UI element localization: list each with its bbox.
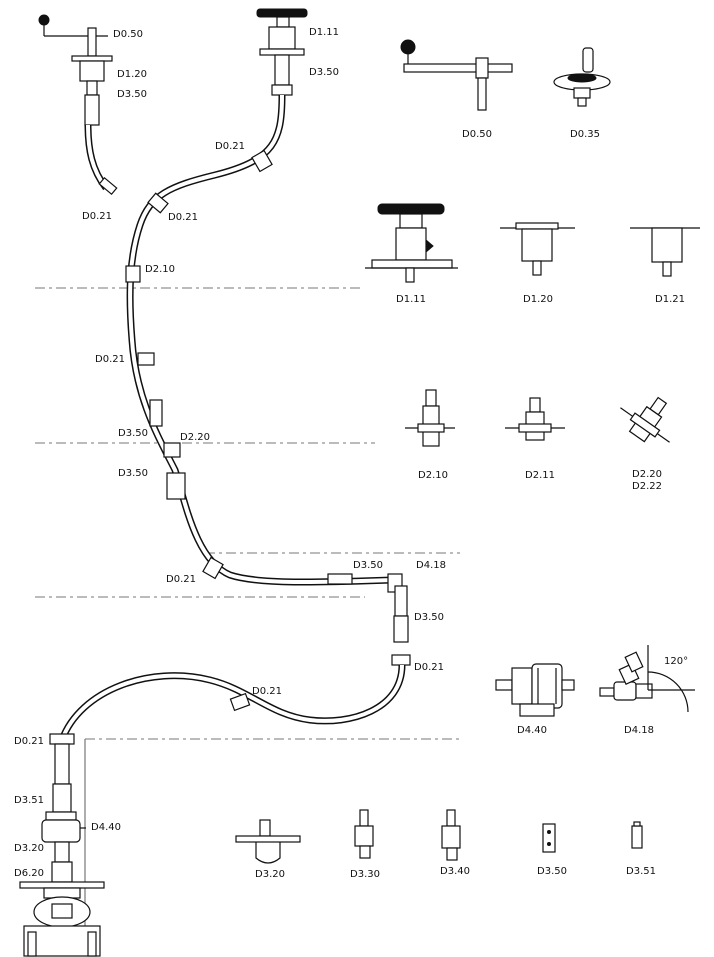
label-handle-cable-clamp: D0.21 xyxy=(82,211,112,222)
label-coupling-330: D3.30 xyxy=(350,869,380,880)
detail-coupling-350 xyxy=(542,823,556,853)
label-clamp-left: D0.21 xyxy=(95,354,125,365)
label-coupling-b: D3.50 xyxy=(118,468,148,479)
label-joint-wall: D2.10 xyxy=(145,264,175,275)
detail-floor-sleeve-flanged xyxy=(500,222,575,276)
detail-coupling-351 xyxy=(631,821,643,849)
label-clamp-bottom: D0.21 xyxy=(166,574,196,585)
label-angled-joint-b: D2.22 xyxy=(632,481,662,492)
label-coupling-final: D3.51 xyxy=(14,795,44,806)
label-coupling-a: D3.50 xyxy=(118,428,148,439)
label-angle-value: 120° xyxy=(664,656,688,667)
label-gearbox: D4.40 xyxy=(91,822,121,833)
label-joint-slab: D2.20 xyxy=(180,432,210,443)
detail-coupling-340 xyxy=(441,809,461,861)
component-labels: D0.50 D0.35 D1.11 D1.20 D1.21 D2.10 D2.1… xyxy=(255,129,688,880)
label-wall-joint-sleeve: D2.11 xyxy=(525,470,555,481)
detail-floor-sleeve-plain xyxy=(630,227,700,277)
label-coupling-350: D3.50 xyxy=(537,866,567,877)
label-wheel-coupling: D3.50 xyxy=(309,67,339,78)
label-tee-handle: D0.50 xyxy=(462,129,492,140)
label-valve: D6.20 xyxy=(14,868,44,879)
label-handle-sleeve: D1.20 xyxy=(117,69,147,80)
label-clamp-upper: D0.21 xyxy=(215,141,245,152)
detail-angled-joint xyxy=(620,396,670,443)
label-angle-gear-detail: D4.18 xyxy=(624,725,654,736)
label-clamp-long: D0.21 xyxy=(252,686,282,697)
detail-handwheel-pedestal xyxy=(365,203,458,283)
label-wheel-top: D1.11 xyxy=(309,27,339,38)
label-crank-wheel: D0.35 xyxy=(570,129,600,140)
label-handle-coupling: D3.50 xyxy=(117,89,147,100)
label-handle-top: D0.50 xyxy=(113,29,143,40)
tee-handle-assembly xyxy=(38,14,118,196)
detail-adapter-bracket xyxy=(235,819,301,864)
label-coupling-340: D3.40 xyxy=(440,866,470,877)
flexible-shaft-lower xyxy=(49,664,406,813)
valve-gearbox-assembly xyxy=(19,811,105,957)
detail-tee-handle xyxy=(400,39,513,111)
label-valve-adapter: D3.20 xyxy=(14,843,44,854)
assembly-labels: D0.50 D1.20 D3.50 D0.21 D1.11 D3.50 D0.2… xyxy=(14,27,446,879)
handwheel-assembly xyxy=(256,8,308,96)
detail-crank-wheel xyxy=(553,47,611,107)
label-angled-joint-a: D2.20 xyxy=(632,469,662,480)
detail-gearbox xyxy=(495,663,575,717)
label-clamp-mid: D0.21 xyxy=(168,212,198,223)
detail-wall-joint xyxy=(405,389,455,447)
label-floor-sleeve-flanged: D1.20 xyxy=(523,294,553,305)
detail-coupling-330 xyxy=(354,809,374,859)
flexible-shaft-upper xyxy=(125,94,411,666)
label-floor-sleeve-plain: D1.21 xyxy=(655,294,685,305)
label-clamp-final: D0.21 xyxy=(14,736,44,747)
label-adapter-bracket: D3.20 xyxy=(255,869,285,880)
label-coupling-c: D3.50 xyxy=(353,560,383,571)
detail-wall-joint-sleeve xyxy=(505,397,565,441)
label-coupling-351: D3.51 xyxy=(626,866,656,877)
label-handwheel-pedestal: D1.11 xyxy=(396,294,426,305)
detail-angle-gear xyxy=(599,645,695,713)
label-wall-joint: D2.10 xyxy=(418,470,448,481)
label-clamp-right: D0.21 xyxy=(414,662,444,673)
label-gearbox-detail: D4.40 xyxy=(517,725,547,736)
label-angle-gear: D4.18 xyxy=(416,560,446,571)
label-coupling-d: D3.50 xyxy=(414,612,444,623)
